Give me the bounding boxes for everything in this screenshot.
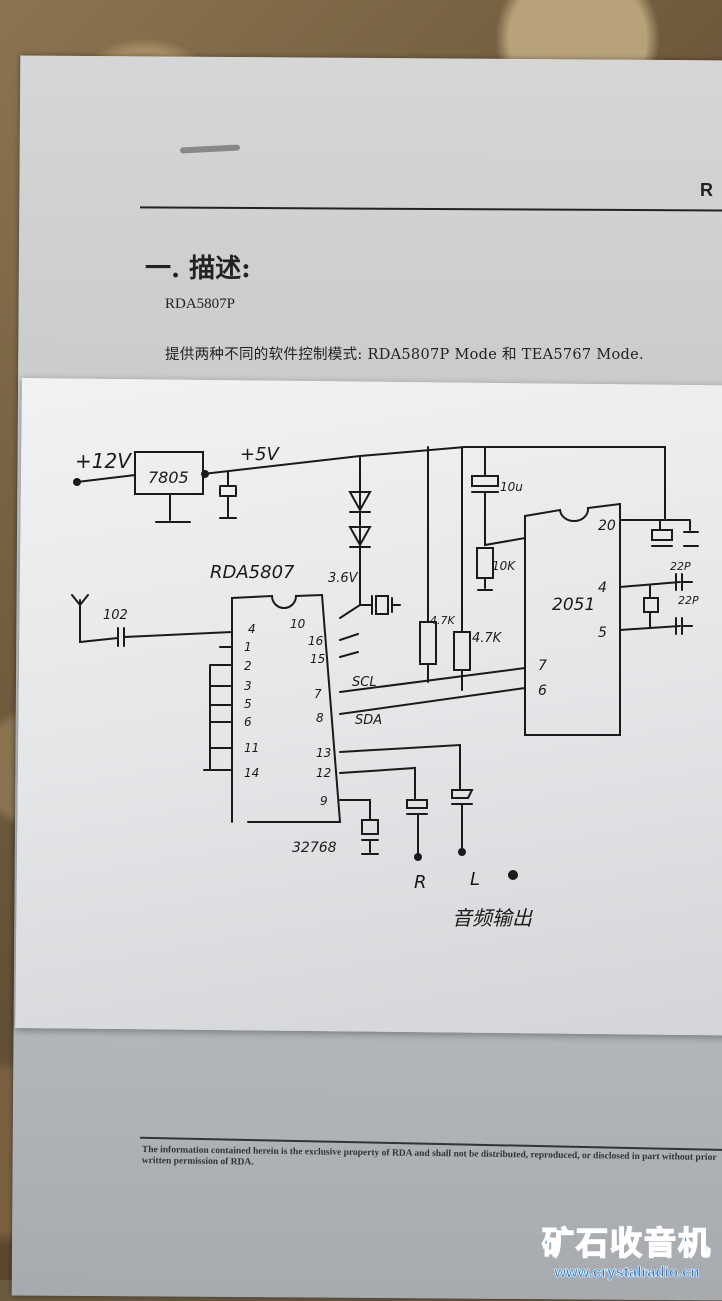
- filter-capacitor: [219, 471, 237, 519]
- scl-label: SCL: [352, 675, 377, 690]
- pin-label: 7: [314, 687, 322, 701]
- out-r-label: R: [414, 872, 427, 893]
- mcu-pin-label: 5: [598, 625, 607, 641]
- right-pin-labels: 10 16 15 7 8 13 12 9: [290, 617, 331, 808]
- mcu-pin-label: 6: [538, 683, 547, 699]
- watermark-title: 矿石收音机: [541, 1223, 712, 1263]
- diode-voltage-label: 3.6V: [328, 571, 359, 586]
- audio-out-label: 音频输出: [452, 906, 533, 930]
- watermark: 矿石收音机 www.crystalradio.cn: [541, 1218, 712, 1282]
- xtal-cap-label-1: 22P: [670, 560, 691, 573]
- section-heading: 一. 描述:: [145, 254, 251, 284]
- part-name: RDA5807P: [165, 296, 236, 312]
- pin-label: 6: [244, 715, 252, 729]
- mcu-label: 2051: [552, 595, 595, 615]
- i2c-lines: [339, 667, 526, 715]
- xtal-cap-label-2: 22P: [678, 594, 699, 607]
- pin-label: 11: [244, 741, 259, 755]
- pin-label: 2: [244, 659, 252, 673]
- pin-label: 5: [244, 697, 252, 711]
- mcu-2051: [524, 502, 621, 736]
- pullup-label-1: 4.7K: [430, 614, 455, 627]
- radio-chip-label: RDA5807: [210, 562, 295, 583]
- mcu-pin-label: 20: [598, 518, 616, 534]
- antenna-icon: [71, 594, 233, 647]
- power-input: [73, 446, 666, 523]
- pin-label: 10: [290, 617, 306, 631]
- rail-voltage-label: +5V: [240, 444, 281, 465]
- reset-cap-label: 10u: [500, 480, 523, 494]
- mcu-pin-label: 4: [598, 580, 607, 596]
- pin-label: 9: [320, 794, 328, 808]
- reset-res-label: 10K: [492, 559, 516, 573]
- out-l-label: L: [470, 869, 480, 890]
- mcu-pin-label: 7: [538, 658, 547, 674]
- pin-label: 1: [244, 640, 252, 654]
- pin-label: 13: [316, 746, 331, 760]
- pin-label: 14: [244, 766, 259, 780]
- header-fragment: R: [700, 180, 713, 200]
- crystal-label: 32768: [292, 840, 337, 856]
- pin-label: 3: [244, 679, 252, 693]
- input-voltage-label: +12V: [75, 449, 132, 473]
- sda-label: SDA: [355, 713, 382, 728]
- pullup-label-2: 4.7K: [472, 631, 503, 646]
- antenna-cap-label: 102: [103, 608, 128, 623]
- pin-label: 4: [248, 622, 256, 636]
- pin-label: 15: [310, 652, 325, 666]
- watermark-url: www.crystalradio.cn: [554, 1264, 700, 1282]
- regulator-label: 7805: [148, 468, 189, 487]
- pin-label: 16: [308, 634, 324, 648]
- left-pin-labels: 4 1 2 3 5 6 11 14: [244, 622, 259, 780]
- 5v-rail: [202, 446, 666, 521]
- pin-label: 8: [316, 711, 324, 725]
- diode-chain: [339, 455, 401, 619]
- rda5807-chip: [231, 593, 342, 823]
- pin-label: 12: [316, 766, 331, 780]
- description-line: 提供两种不同的软件控制模式: RDA5807P Mode 和 TEA5767 M…: [165, 347, 644, 363]
